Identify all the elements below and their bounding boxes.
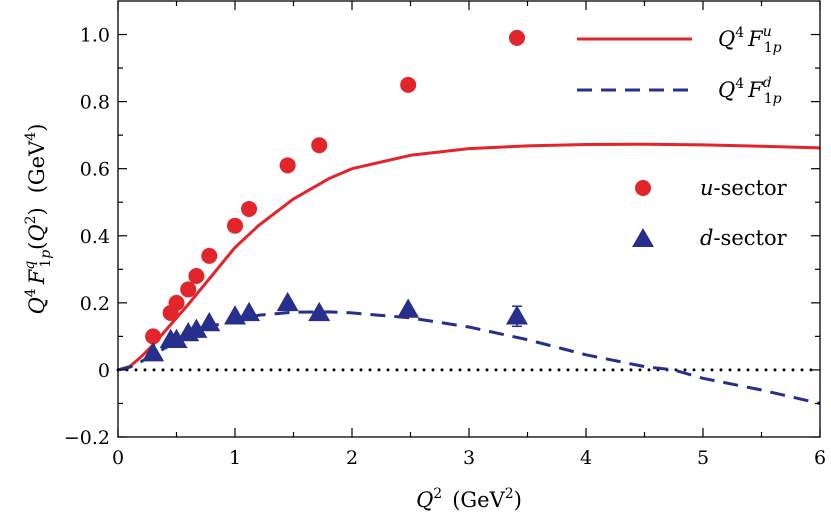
u-sector-point (180, 281, 197, 298)
u-sector-point (400, 76, 417, 93)
y-tick-label: 0.2 (80, 293, 110, 315)
legend-marker-u-sector (635, 180, 651, 196)
x-tick-label: 5 (697, 447, 709, 469)
legend-label-u-sector: u-sector (700, 176, 788, 200)
u-sector-point (145, 328, 162, 345)
y-tick-label: −0.2 (64, 427, 110, 449)
d-sector-point (238, 301, 261, 322)
x-tick-label: 4 (580, 447, 592, 469)
d-sector-point (165, 328, 188, 348)
x-tick-label: 6 (814, 447, 826, 469)
x-tick-label: 1 (229, 447, 241, 469)
d-sector-point (198, 311, 221, 332)
u-sector-point (201, 247, 218, 264)
u-sector-point (311, 137, 328, 154)
y-tick-label: 0.8 (80, 92, 110, 114)
plot-frame (117, 0, 821, 438)
legend-marker-d-sector (632, 228, 654, 247)
x-tick-label: 0 (112, 447, 124, 469)
u-sector-point (188, 268, 205, 285)
u-sector-point (508, 29, 525, 46)
d-sector-point (185, 318, 208, 338)
d-sector-point (276, 291, 299, 312)
u-sector-point (241, 200, 258, 217)
d-sector-point (142, 342, 165, 362)
y-tick-label: 0.6 (80, 159, 110, 181)
d-sector-point (505, 305, 528, 325)
x-axis-title: Q2(GeV2) (416, 486, 522, 512)
series-line-1 (117, 310, 821, 405)
y-axis-title: Q4Fq1p(Q2)(GeV4) (22, 124, 54, 315)
u-sector-point (227, 217, 243, 234)
x-tick-label: 3 (463, 447, 475, 469)
d-sector-point (308, 301, 331, 322)
y-tick-label: 1.0 (80, 25, 110, 47)
legend-label-d-sector: d-sector (700, 226, 788, 250)
y-tick-label: 0.4 (80, 226, 110, 248)
d-sector-point (397, 298, 420, 318)
u-sector-point (279, 157, 296, 174)
x-tick-label: 2 (346, 447, 358, 469)
u-sector-point (168, 294, 185, 311)
y-tick-label: 0 (98, 360, 110, 382)
